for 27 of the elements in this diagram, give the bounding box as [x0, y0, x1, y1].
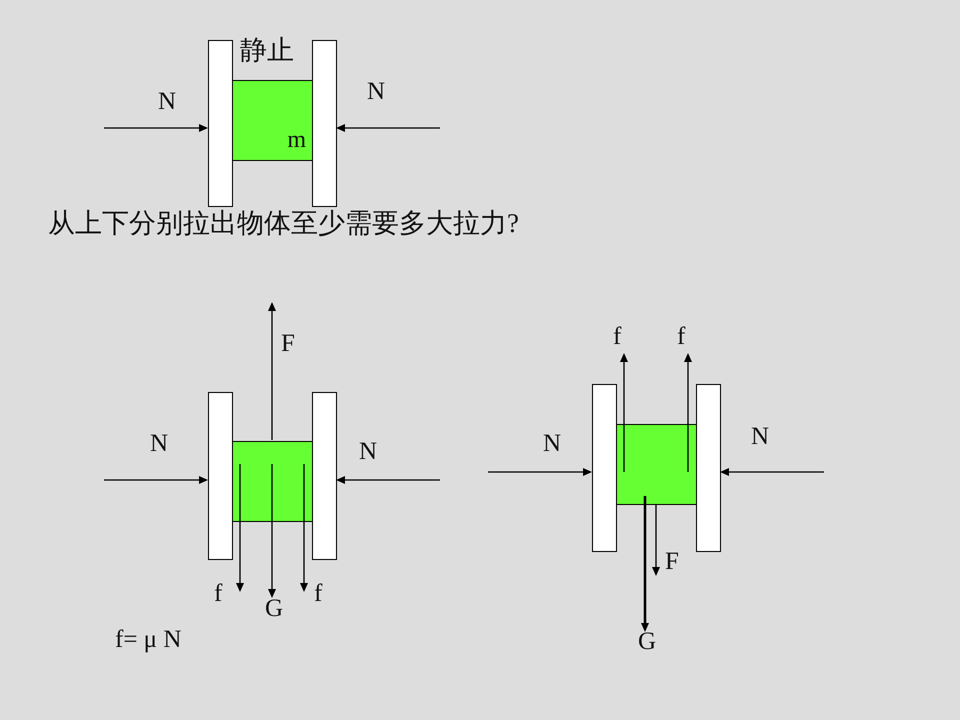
force-label: F — [665, 548, 679, 576]
wall-plate — [592, 384, 617, 552]
text-label: 从上下分别拉出物体至少需要多大拉力? — [48, 209, 519, 239]
force-label: N — [751, 423, 770, 450]
wall-plate — [312, 392, 337, 560]
block — [616, 424, 697, 505]
force-label: N — [359, 438, 378, 466]
force-label: N — [367, 78, 386, 106]
force-label: N — [150, 430, 168, 458]
force-label: f — [677, 323, 686, 350]
wall-plate — [312, 40, 337, 207]
force-label: f — [214, 580, 222, 608]
wall-plate — [696, 384, 721, 552]
force-label: f — [314, 580, 322, 608]
force-label: N — [543, 430, 562, 458]
force-label: F — [281, 330, 295, 358]
block — [232, 80, 313, 161]
force-label: G — [638, 628, 656, 656]
force-label: f= μ N — [115, 626, 182, 654]
block — [232, 441, 313, 522]
wall-plate — [208, 392, 233, 560]
force-label: G — [265, 595, 284, 622]
force-label: f — [613, 323, 622, 350]
text-label: 静止 — [240, 36, 294, 66]
mass-label: m — [287, 128, 306, 152]
force-label: N — [158, 88, 176, 116]
wall-plate — [208, 40, 233, 207]
